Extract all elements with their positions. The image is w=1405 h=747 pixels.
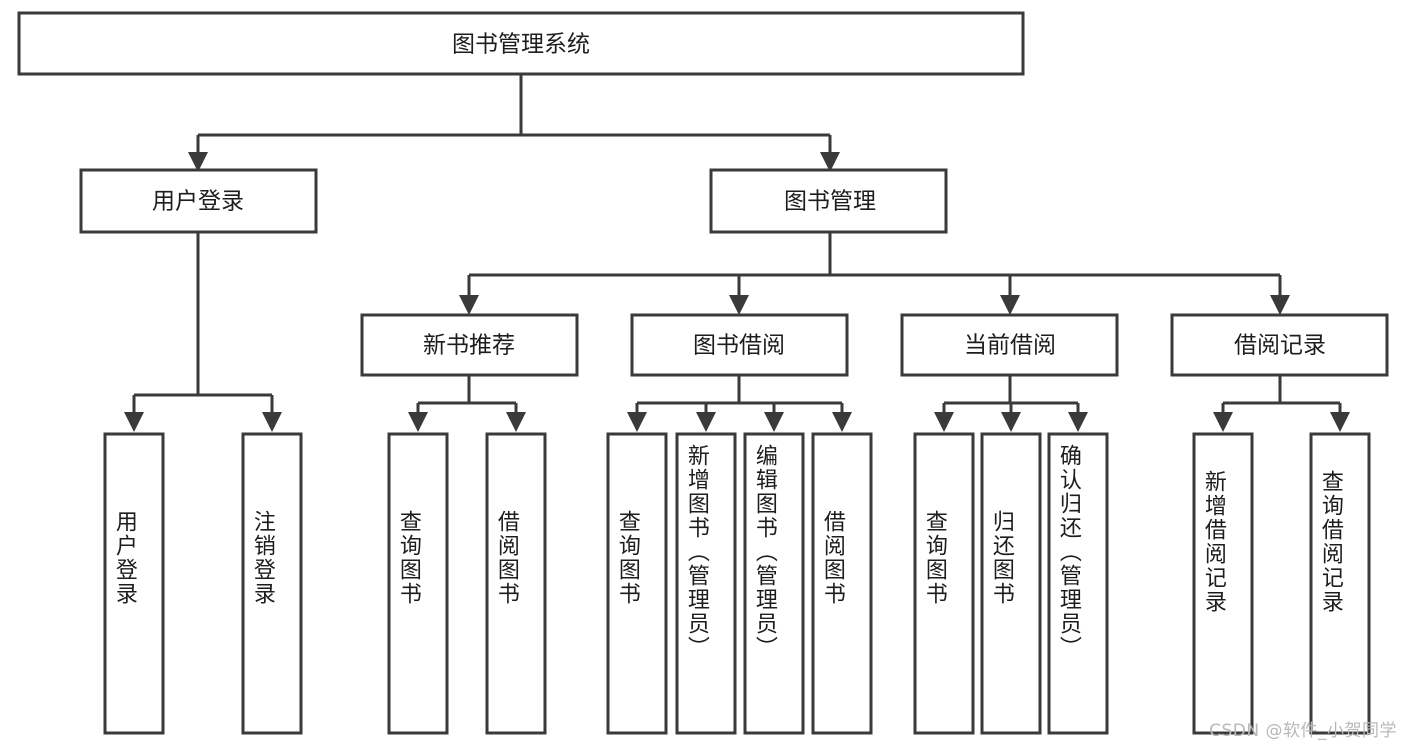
arrow-to-book-borrow (729, 295, 749, 315)
leaf-box-return-book[interactable] (980, 432, 1042, 735)
leaf-box-confirm-return[interactable] (1047, 432, 1109, 735)
arrow-to-current-borrow (1000, 295, 1020, 315)
arrow-to-new-book-recommend (459, 295, 479, 315)
arrow-to-leaf-confirm-return (1068, 412, 1088, 432)
node-label: 借阅记录 (1234, 333, 1326, 359)
connector-borrow-record-to-leaves (1221, 375, 1342, 412)
node-current-borrow[interactable]: 当前借阅 (900, 313, 1119, 377)
arrow-to-leaf-query-book-1 (408, 412, 428, 432)
arrow-to-user-login (188, 152, 208, 172)
arrow-to-leaf-borrow-book-2 (832, 412, 852, 432)
csdn-watermark: CSDN @软件_小贺同学 (1209, 721, 1397, 741)
arrow-to-leaf-query-book-3 (934, 412, 954, 432)
arrow-to-leaf-user-logout (262, 412, 282, 432)
leaf-box-add-book[interactable] (675, 432, 737, 735)
arrow-to-leaf-borrow-book-1 (506, 412, 526, 432)
connector-user-login-to-leaves (132, 232, 274, 412)
node-borrow-record[interactable]: 借阅记录 (1170, 313, 1389, 377)
leaf-box-borrow-book-1[interactable] (485, 432, 547, 735)
leaf-box-user-login[interactable] (103, 432, 165, 735)
connector-book-borrow-to-leaves (635, 375, 844, 412)
arrow-to-leaf-query-book-2 (627, 412, 647, 432)
connector-current-borrow-to-leaves (942, 375, 1080, 412)
connector-book-management-to-level3 (467, 232, 1282, 295)
arrow-to-leaf-add-record (1213, 412, 1233, 432)
node-book-management[interactable]: 图书管理 (709, 168, 948, 234)
arrow-to-book-management (820, 152, 840, 172)
node-label: 图书借阅 (693, 333, 785, 359)
connector-root-to-level2 (196, 74, 832, 152)
leaf-box-query-book-3[interactable] (913, 432, 975, 735)
leaf-box-query-book-1[interactable] (387, 432, 449, 735)
node-label: 图书管理 (784, 189, 876, 215)
node-user-login[interactable]: 用户登录 (79, 168, 318, 234)
node-label: 用户登录 (152, 189, 244, 215)
leaf-box-add-record[interactable] (1192, 432, 1254, 735)
leaf-box-edit-book[interactable] (743, 432, 805, 735)
arrow-to-leaf-edit-book (764, 412, 784, 432)
arrow-to-leaf-add-book (696, 412, 716, 432)
arrow-to-leaf-return-book (1001, 412, 1021, 432)
leaf-box-query-record[interactable] (1309, 432, 1371, 735)
leaf-box-borrow-book-2[interactable] (811, 432, 873, 735)
node-new-book-recommend[interactable]: 新书推荐 (360, 313, 579, 377)
connector-new-book-recommend-to-leaves (416, 375, 518, 412)
node-book-management-system[interactable]: 图书管理系统 (17, 11, 1025, 76)
leaf-box-query-book-2[interactable] (606, 432, 668, 735)
arrow-to-leaf-user-login (124, 412, 144, 432)
node-label: 新书推荐 (423, 333, 515, 359)
arrow-to-borrow-record (1270, 295, 1290, 315)
leaf-box-user-logout[interactable] (241, 432, 303, 735)
arrow-to-leaf-query-record (1330, 412, 1350, 432)
node-label: 当前借阅 (964, 333, 1056, 359)
node-label: 图书管理系统 (452, 32, 590, 58)
node-book-borrow[interactable]: 图书借阅 (630, 313, 849, 377)
